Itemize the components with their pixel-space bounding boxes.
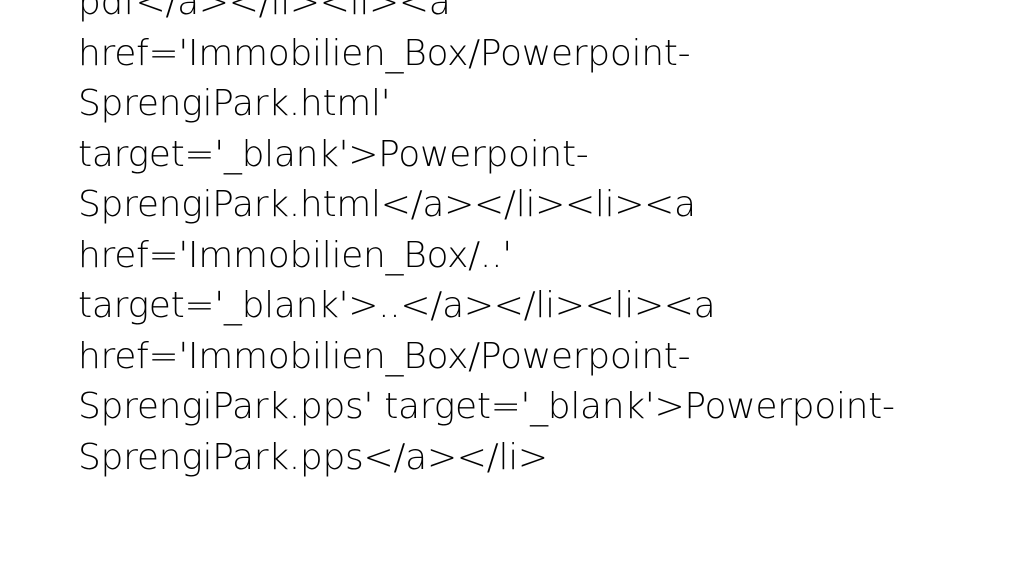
text-line: SprengiPark.html</a></li><li><a (78, 184, 696, 225)
text-line: target='_blank'>..</a></li><li><a (78, 285, 716, 326)
text-line: SprengiPark.html' (78, 83, 391, 124)
text-line: href='Immobilien_Box/Powerpoint- (78, 32, 691, 74)
text-line: target='_blank'>Powerpoint- (78, 133, 589, 175)
text-line: SprengiPark.pps' target='_blank'>Powerpo… (78, 386, 895, 427)
text-line: pdf</a></li><li><a (78, 0, 451, 23)
text-line: href='Immobilien_Box/..' (78, 234, 512, 276)
slide-text-body: pdf</a></li><li><a href='Immobilien_Box/… (78, 0, 978, 483)
text-line: SprengiPark.pps</a></li> (78, 436, 548, 478)
text-line: href='Immobilien_Box/Powerpoint- (78, 335, 691, 377)
